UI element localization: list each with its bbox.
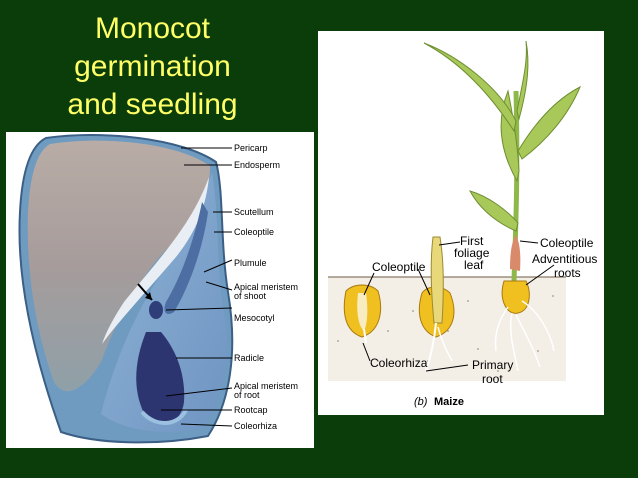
- coleoptile-shape: [164, 202, 208, 314]
- seedling-stage-3: [423, 40, 581, 372]
- label-endosperm: Endosperm: [234, 160, 280, 170]
- label-coleoptile: Coleoptile: [234, 227, 274, 237]
- label-coleorhiza: Coleorhiza: [370, 356, 428, 370]
- label-primary-root-2: root: [482, 372, 503, 386]
- label-apical-meristem-root-1: Apical meristem: [234, 381, 298, 391]
- label-adventitious-roots-2: roots: [554, 266, 581, 280]
- title-line-3: and seedling: [67, 88, 238, 121]
- label-rootcap: Rootcap: [234, 405, 268, 415]
- kernel-stage-2: [418, 236, 455, 372]
- kernel-section-panel: Pericarp Endosperm Scutellum Coleoptile …: [6, 132, 314, 448]
- caption-name: Maize: [434, 396, 464, 408]
- soil-speckles: [337, 292, 554, 372]
- leader-lines: [161, 147, 233, 427]
- caption-letter: (b): [414, 396, 428, 408]
- label-mesocotyl: Mesocotyl: [234, 313, 275, 323]
- seedling-leader-lines: [362, 240, 555, 372]
- maize-seedling-panel: First foliage leaf Coleoptile Adventitio…: [318, 31, 604, 415]
- maize-seedling-diagram: First foliage leaf Coleoptile Adventitio…: [328, 40, 597, 408]
- label-pericarp: Pericarp: [234, 143, 268, 153]
- label-scutellum: Scutellum: [234, 207, 274, 217]
- label-plumule: Plumule: [234, 258, 267, 268]
- label-primary-root-1: Primary: [472, 358, 513, 372]
- label-first-foliage-leaf-1: First: [460, 234, 484, 248]
- endosperm-region: [27, 140, 211, 392]
- label-coleorhiza: Coleorhiza: [234, 421, 277, 431]
- label-radicle: Radicle: [234, 353, 264, 363]
- label-apical-meristem-root-2: of root: [234, 390, 260, 400]
- radicle-shape: [136, 332, 185, 425]
- label-first-foliage-leaf-3: leaf: [464, 258, 484, 272]
- rootcap-shape: [140, 408, 188, 425]
- label-coleoptile-right: Coleoptile: [540, 236, 594, 250]
- title-line-2: germination: [74, 50, 231, 83]
- label-adventitious-roots-1: Adventitious: [532, 252, 597, 266]
- label-apical-meristem-shoot-1: Apical meristem: [234, 282, 298, 292]
- title-line-1: Monocot: [94, 12, 211, 45]
- kernel-stage-1: [343, 284, 382, 344]
- kernel-section-diagram: Pericarp Endosperm Scutellum Coleoptile …: [18, 134, 298, 444]
- label-coleoptile-left: Coleoptile: [372, 260, 426, 274]
- scutellum-cleft: [102, 177, 209, 344]
- label-apical-meristem-shoot-2: of shoot: [234, 291, 267, 301]
- slide-title: Monocot germination and seedling: [40, 10, 265, 124]
- pointer-arrowhead: [145, 292, 152, 300]
- label-first-foliage-leaf-2: foliage: [454, 246, 490, 260]
- shoot-meristem: [149, 301, 163, 319]
